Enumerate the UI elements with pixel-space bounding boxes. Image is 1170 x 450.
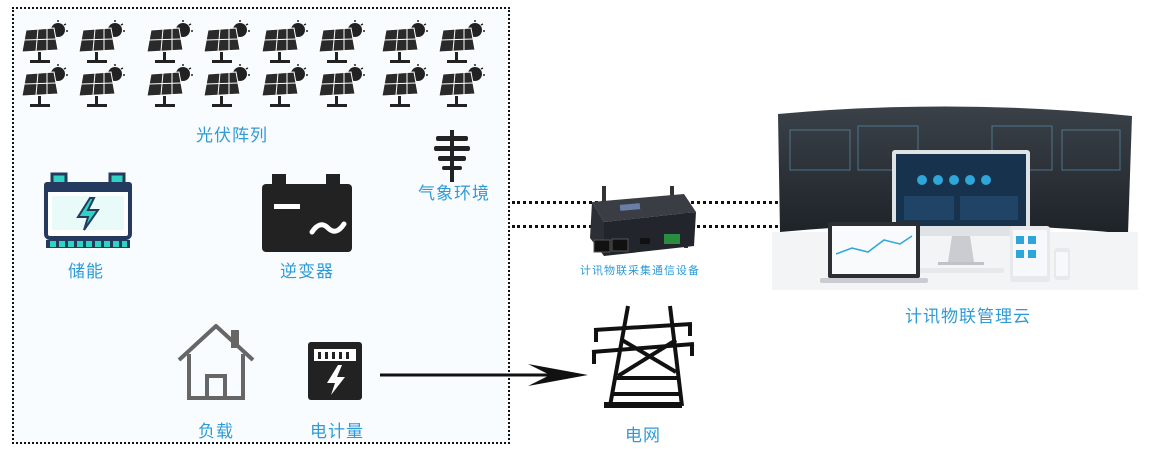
storage-label: 储能 bbox=[68, 262, 104, 282]
grid-label: 电网 bbox=[625, 426, 661, 446]
solar-panel-icon bbox=[21, 64, 68, 107]
cloud-platform-screens bbox=[772, 104, 1138, 290]
solar-panel-icon bbox=[261, 64, 308, 107]
meter-label: 电计量 bbox=[310, 422, 364, 442]
solar-panel-icon bbox=[261, 20, 308, 63]
solar-panel-icon bbox=[318, 64, 365, 107]
solar-panel-icon bbox=[21, 20, 68, 63]
solar-array-label: 光伏阵列 bbox=[196, 126, 268, 146]
house-icon bbox=[175, 322, 257, 402]
weather-station-icon bbox=[430, 130, 474, 182]
solar-panel-icon bbox=[146, 20, 193, 63]
solar-panel-icon bbox=[381, 20, 428, 63]
solar-panel-icon bbox=[203, 20, 250, 63]
solar-panel-array bbox=[20, 20, 490, 110]
solar-panel-icon bbox=[146, 64, 193, 107]
solar-panel-icon bbox=[381, 64, 428, 107]
inverter-label: 逆变器 bbox=[280, 262, 334, 282]
gateway-label: 计讯物联采集通信设备 bbox=[580, 264, 700, 277]
meter-icon bbox=[307, 341, 363, 401]
load-label: 负载 bbox=[198, 422, 234, 442]
inverter-icon bbox=[260, 170, 354, 254]
solar-panel-icon bbox=[78, 20, 125, 63]
gateway-device-icon bbox=[580, 186, 704, 260]
cloud-label: 计讯物联管理云 bbox=[905, 307, 1031, 327]
weather-label: 气象环境 bbox=[418, 184, 490, 204]
solar-panel-icon bbox=[318, 20, 365, 63]
solar-panel-icon bbox=[438, 20, 485, 63]
meter-to-grid-arrow bbox=[380, 362, 590, 388]
battery-storage-icon bbox=[42, 170, 134, 252]
solar-panel-icon bbox=[78, 64, 125, 107]
power-tower-icon bbox=[588, 300, 698, 410]
solar-panel-icon bbox=[438, 64, 485, 107]
solar-panel-icon bbox=[203, 64, 250, 107]
